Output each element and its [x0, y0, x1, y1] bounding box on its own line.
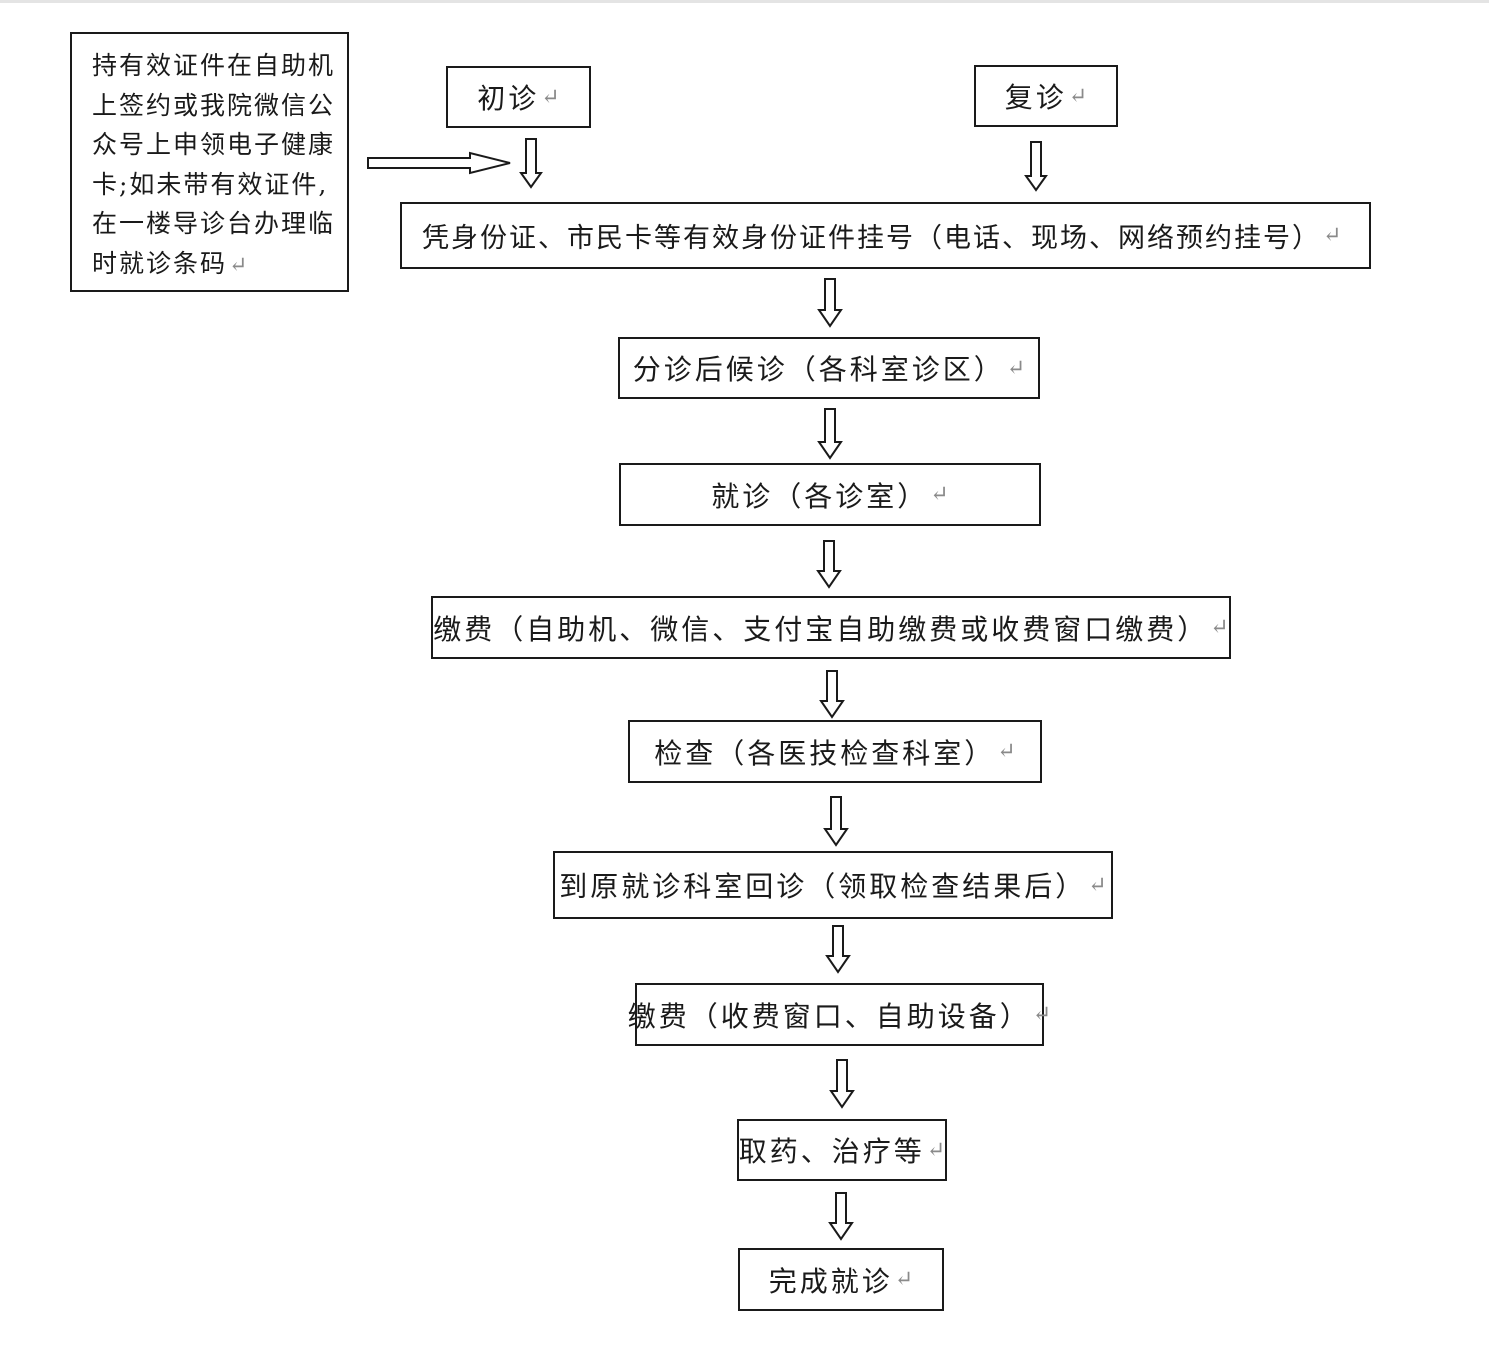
- note-line-text: 在一楼导诊台办理临: [92, 209, 336, 238]
- return-mark-icon: ↵: [930, 482, 949, 507]
- step-label: 缴费（自助机、微信、支付宝自助缴费或收费窗口缴费）: [433, 612, 1209, 646]
- return-mark-icon: ↵: [894, 1267, 914, 1292]
- step-label: 检查（各医技检查科室）: [654, 736, 996, 770]
- down-arrow-icon: [825, 925, 851, 974]
- note-line: 时就诊条码↵: [92, 244, 347, 286]
- return-mark-icon: ↵: [926, 1137, 946, 1163]
- note-line: 上签约或我院微信公: [92, 86, 347, 126]
- note-box-health-card: 持有效证件在自助机 上签约或我院微信公 众号上申领电子健康 卡;如未带有效证件,…: [70, 32, 349, 292]
- return-mark-icon: ↵: [1088, 872, 1107, 898]
- step-registration: 凭身份证、市民卡等有效身份证件挂号（电话、现场、网络预约挂号）↵: [400, 202, 1371, 269]
- down-arrow-icon: [819, 670, 845, 719]
- step-consultation: 就诊（各诊室）↵: [619, 463, 1041, 526]
- return-mark-icon: ↵: [229, 252, 248, 278]
- page-top-rule: [0, 0, 1489, 3]
- down-arrow-icon: [823, 796, 849, 847]
- note-line-text: 众号上申领电子健康: [92, 130, 336, 159]
- start-box-return-visit: 复诊↵: [974, 65, 1118, 127]
- start-return-visit-label: 复诊: [1004, 81, 1067, 114]
- down-arrow-icon: [817, 408, 843, 460]
- note-line: 众号上申领电子健康: [92, 125, 347, 165]
- step-revisit: 到原就诊科室回诊（领取检查结果后）↵: [553, 851, 1113, 919]
- step-label: 就诊（各诊室）: [711, 479, 929, 513]
- down-arrow-icon: [816, 540, 842, 589]
- step-triage-waiting: 分诊后候诊（各科室诊区）↵: [618, 337, 1040, 399]
- return-mark-icon: ↵: [1210, 615, 1229, 640]
- return-mark-icon: ↵: [1323, 223, 1342, 248]
- note-line-text: 上签约或我院微信公: [92, 90, 336, 120]
- down-arrow-icon: [519, 138, 543, 189]
- return-mark-icon: ↵: [1032, 1002, 1052, 1027]
- down-arrow-icon: [829, 1059, 855, 1109]
- step-payment-2: 缴费（收费窗口、自助设备）↵: [628, 983, 1051, 1046]
- note-line-text: 持有效证件在自助机: [92, 51, 336, 80]
- note-line: 在一楼导诊台办理临: [92, 204, 347, 244]
- step-complete: 完成就诊↵: [738, 1248, 944, 1311]
- step-examination: 检查（各医技检查科室）↵: [628, 720, 1042, 783]
- start-box-first-visit: 初诊↵: [446, 66, 591, 128]
- step-payment-1: 缴费（自助机、微信、支付宝自助缴费或收费窗口缴费）↵: [431, 596, 1231, 659]
- step-label: 凭身份证、市民卡等有效身份证件挂号（电话、现场、网络预约挂号）: [422, 223, 1321, 254]
- step-medicine-treatment: 取药、治疗等↵: [737, 1119, 947, 1181]
- step-label: 分诊后候诊（各科室诊区）: [632, 353, 1005, 386]
- note-line-text: 卡;如未带有效证件,: [92, 169, 329, 199]
- return-mark-icon: ↵: [541, 84, 560, 110]
- step-label: 缴费（收费窗口、自助设备）: [627, 999, 1031, 1033]
- return-mark-icon: ↵: [997, 739, 1016, 764]
- step-label: 取药、治疗等: [738, 1135, 925, 1168]
- start-first-visit-label: 初诊: [477, 82, 540, 115]
- down-arrow-icon: [828, 1192, 854, 1241]
- note-line: 持有效证件在自助机: [92, 46, 347, 86]
- return-mark-icon: ↵: [1068, 83, 1088, 109]
- down-arrow-icon: [817, 278, 843, 328]
- step-label: 到原就诊科室回诊（领取检查结果后）: [559, 870, 1087, 903]
- step-label: 完成就诊: [768, 1264, 893, 1298]
- note-line-text: 时就诊条码: [92, 248, 228, 278]
- note-line: 卡;如未带有效证件,: [92, 165, 347, 205]
- return-mark-icon: ↵: [1006, 355, 1026, 381]
- down-arrow-icon: [1024, 141, 1048, 192]
- right-arrow-icon: [367, 151, 511, 175]
